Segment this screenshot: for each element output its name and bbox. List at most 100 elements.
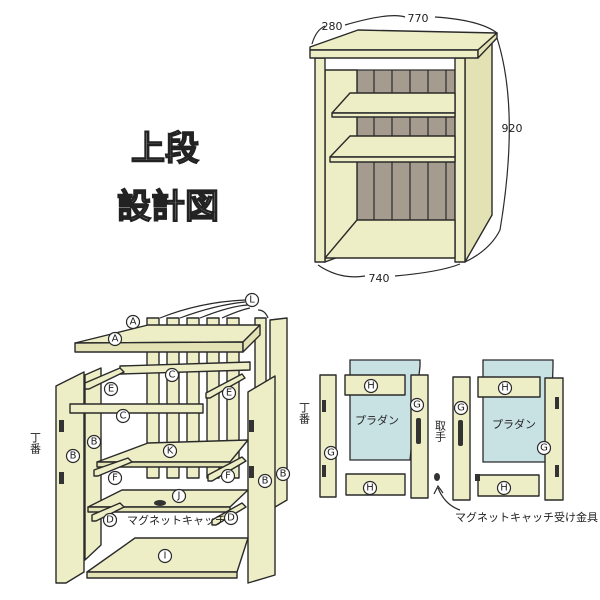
diagram-title: 上段 設計図 [116, 128, 219, 227]
svg-text:G: G [327, 448, 335, 459]
panel-material-label: プラダン [492, 417, 536, 431]
svg-text:G: G [540, 443, 548, 454]
magnet-catch-label: マグネットキャッチ [127, 513, 226, 527]
dimension-height: 920 [502, 122, 523, 135]
hinge-icon [555, 397, 559, 409]
label-C: C [164, 367, 180, 383]
svg-text:G: G [413, 400, 421, 411]
title-line-1: 上段 [131, 129, 199, 169]
title-line-2: 設計図 [117, 187, 219, 227]
svg-text:H: H [501, 383, 509, 394]
svg-text:H: H [500, 483, 508, 494]
label-G: G [536, 440, 552, 456]
label-K: K [162, 443, 178, 459]
hinge-icon [322, 400, 326, 412]
svg-text:B: B [91, 437, 98, 448]
label-C: C [115, 408, 131, 424]
svg-text:D: D [106, 515, 114, 526]
part-labels-exploded: L A A C E E C B B K F F J D D I B B [65, 292, 291, 564]
cabinet-floor [324, 219, 456, 259]
shelf-upper [331, 92, 456, 114]
rail-F-left [93, 457, 133, 477]
magnet-catch-plate-icon [434, 473, 440, 481]
svg-text:A: A [112, 334, 119, 345]
label-H: H [362, 480, 378, 496]
handle-label: 取手 [434, 420, 447, 443]
magnet-catch-plate-label: マグネットキャッチ受け金具 [455, 510, 598, 524]
hinge-icon [322, 465, 326, 477]
label-B: B [257, 473, 273, 489]
label-I: I [157, 548, 173, 564]
svg-text:K: K [167, 446, 174, 457]
svg-text:I: I [164, 551, 167, 562]
svg-text:E: E [108, 384, 114, 395]
stile-G [544, 377, 564, 501]
hinge-icon [249, 466, 254, 478]
label-G: G [323, 445, 339, 461]
shelf-lower [329, 135, 456, 158]
dimension-depth: 280 [322, 20, 343, 33]
svg-text:F: F [112, 473, 118, 484]
label-B: B [86, 434, 102, 450]
assembled-cabinet: 280 770 920 740 [309, 12, 523, 285]
hinge-icon [249, 420, 254, 432]
label-A: A [107, 331, 123, 347]
top-board [309, 29, 498, 51]
label-D: D [223, 510, 239, 526]
door-right: プラダン [452, 359, 564, 501]
arrow-icon [433, 484, 461, 511]
label-F: F [220, 468, 236, 484]
magnet-catch-plate-icon [475, 474, 480, 481]
svg-text:C: C [120, 411, 127, 422]
svg-text:H: H [366, 483, 374, 494]
label-G: G [453, 400, 469, 416]
hinge-label-door: 丁番 [298, 402, 311, 425]
left-post [314, 57, 326, 263]
svg-text:B: B [70, 451, 77, 462]
label-H: H [496, 480, 512, 496]
panel-material-label: プラダン [355, 413, 399, 427]
label-G: G [409, 397, 425, 413]
doors: プラダン プラダン 丁番 取手 マグネットキャッチ受け金具 H G G H G … [298, 359, 598, 524]
label-L: L [244, 292, 260, 308]
svg-text:J: J [177, 491, 181, 502]
label-D: D [102, 512, 118, 528]
back-slats-L [146, 317, 240, 479]
right-post [454, 57, 466, 263]
label-H: H [497, 380, 513, 396]
svg-text:L: L [249, 295, 255, 306]
label-B: B [65, 448, 81, 464]
hinge-icon [59, 420, 64, 432]
handle-icon [458, 420, 463, 446]
svg-text:B: B [262, 476, 269, 487]
label-E: E [221, 385, 237, 401]
part-labels-doors: H G G H G H G H [323, 378, 552, 496]
shelf-J [87, 489, 249, 508]
dimension-bottom-width: 740 [369, 272, 390, 285]
stile-G [319, 374, 337, 498]
dimension-top-width: 770 [408, 12, 429, 25]
label-J: J [171, 488, 187, 504]
hinge-icon [555, 465, 559, 477]
svg-text:C: C [169, 370, 176, 381]
svg-text:H: H [367, 381, 375, 392]
handle-icon [416, 418, 421, 444]
svg-text:G: G [457, 403, 465, 414]
exploded-view: 丁番 マグネットキャッチ L A A C E E C B B K F F J D… [29, 292, 291, 584]
svg-text:B: B [280, 469, 287, 480]
label-A: A [125, 314, 141, 330]
rail-E-left [84, 367, 125, 390]
label-H: H [363, 378, 379, 394]
svg-text:A: A [130, 317, 137, 328]
magnet-catch-icon [154, 500, 166, 506]
hinge-label-left: 丁番 [29, 432, 42, 455]
label-F: F [107, 470, 123, 486]
top-board-A [74, 324, 261, 344]
shelf-support-C-front [69, 403, 204, 414]
hinge-icon [59, 472, 64, 484]
label-E: E [103, 381, 119, 397]
label-B: B [275, 466, 291, 482]
svg-text:E: E [226, 388, 232, 399]
right-side-panel [464, 41, 493, 263]
